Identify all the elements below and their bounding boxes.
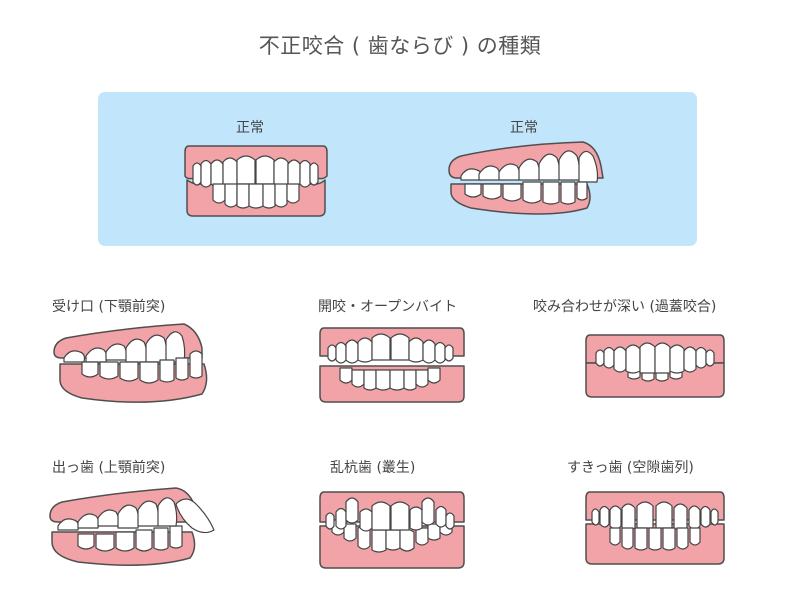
spacing-teeth-illustration: [584, 490, 726, 566]
crowding-label: 乱杭歯 (叢生): [330, 460, 416, 476]
overjet-label: 出っ歯 (上顎前突): [52, 460, 166, 476]
overjet-teeth-illustration: [48, 486, 218, 570]
open-bite-label: 開咬・オープンバイト: [318, 299, 458, 315]
open-bite-teeth-illustration: [318, 326, 466, 404]
normal-side-label: 正常: [510, 120, 538, 136]
normal-side-teeth-illustration: [447, 138, 607, 220]
page-title: 不正咬合 ( 歯ならび ) の種類: [258, 34, 542, 58]
deep-bite-label: 咬み合わせが深い (過蓋咬合): [533, 299, 717, 315]
crowding-teeth-illustration: [318, 490, 466, 570]
underbite-teeth-illustration: [52, 322, 212, 406]
normal-front-teeth-illustration: [183, 144, 329, 218]
deep-bite-teeth-illustration: [584, 333, 726, 399]
normal-front-label: 正常: [236, 120, 264, 136]
underbite-label: 受け口 (下顎前突): [52, 299, 166, 315]
spacing-label: すきっ歯 (空隙歯列): [567, 460, 694, 476]
